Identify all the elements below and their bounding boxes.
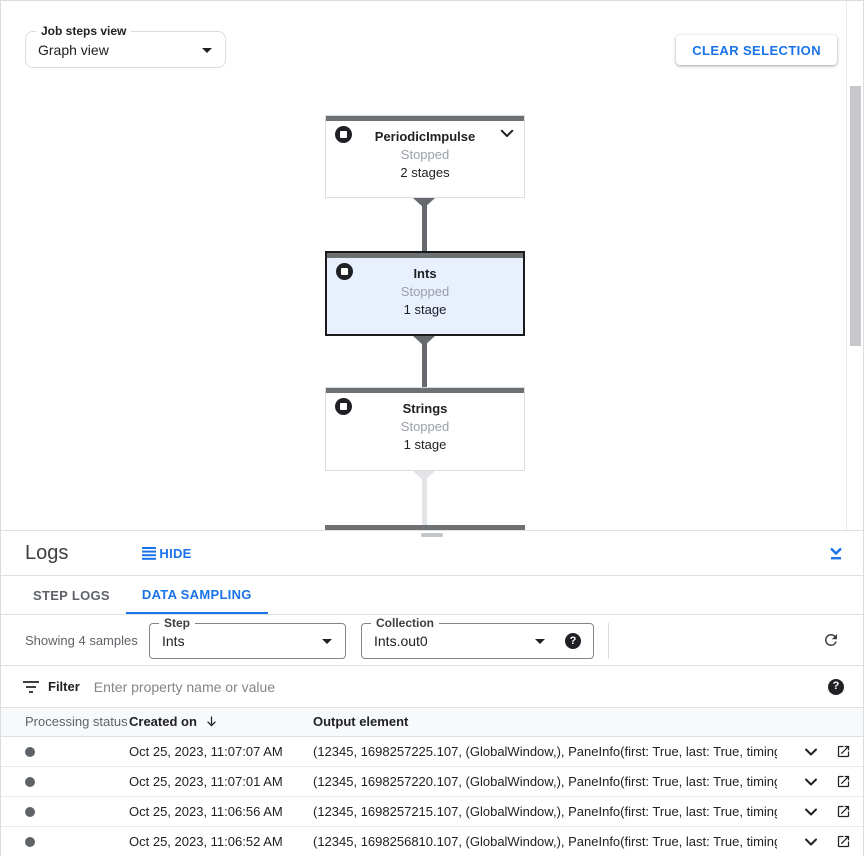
expand-row-chevron-icon[interactable] (801, 802, 821, 822)
node-top-bar (327, 253, 523, 258)
collapse-panel-icon[interactable] (828, 544, 844, 561)
refresh-icon[interactable] (822, 631, 840, 649)
scrollbar-track-border (846, 1, 847, 530)
expand-row-chevron-icon[interactable] (801, 772, 821, 792)
job-steps-view-label: Job steps view (36, 24, 132, 38)
node-status: Stopped (400, 284, 450, 299)
output-element-cell: (12345, 1698257220.107, (GlobalWindow,),… (313, 774, 777, 789)
node-title: PeriodicImpulse (374, 129, 476, 144)
processing-status-dot-icon (25, 807, 35, 817)
column-created-on[interactable]: Created on (129, 714, 219, 729)
node-top-bar (326, 388, 524, 393)
stop-circle-icon (335, 126, 352, 143)
node-status: Stopped (400, 419, 450, 434)
stop-circle-icon (336, 263, 353, 280)
column-processing-status: Processing status (25, 714, 128, 729)
column-output-element: Output element (313, 714, 409, 729)
vertical-scrollbar-thumb[interactable] (850, 86, 861, 346)
graph-node-strings[interactable]: Strings Stopped 1 stage (325, 387, 525, 471)
sort-descending-icon (207, 716, 216, 727)
node-title: Ints (413, 266, 437, 281)
filter-row: Filter ? (1, 666, 863, 708)
logs-panel-header: Logs HIDE (1, 531, 863, 576)
collection-select[interactable]: Collection Ints.out0 ? (361, 616, 594, 659)
filter-list-icon (23, 680, 39, 693)
expand-row-chevron-icon[interactable] (801, 742, 821, 762)
created-on-cell: Oct 25, 2023, 11:07:01 AM (129, 774, 283, 789)
showing-samples-text: Showing 4 samples (25, 632, 138, 648)
help-icon[interactable]: ? (828, 678, 844, 695)
edge-strings-to-next (422, 471, 427, 525)
collection-select-label: Collection (371, 616, 440, 630)
node-stages: 1 stage (403, 437, 447, 452)
open-in-new-icon[interactable] (836, 744, 851, 759)
created-on-cell: Oct 25, 2023, 11:06:52 AM (129, 834, 283, 849)
open-in-new-icon[interactable] (836, 834, 851, 849)
graph-node-periodicimpulse[interactable]: PeriodicImpulse Stopped 2 stages (325, 115, 525, 198)
processing-status-dot-icon (25, 837, 35, 847)
clear-selection-button[interactable]: CLEAR SELECTION (676, 35, 837, 65)
table-row: Oct 25, 2023, 11:07:07 AM (12345, 169825… (1, 737, 863, 767)
job-graph-area: Job steps view Graph view CLEAR SELECTIO… (1, 1, 863, 530)
list-lines-icon (142, 546, 157, 560)
open-in-new-icon[interactable] (836, 804, 851, 819)
logs-panel-title: Logs (25, 541, 69, 564)
column-created-on-label: Created on (129, 714, 197, 729)
output-element-cell: (12345, 1698257225.107, (GlobalWindow,),… (313, 744, 777, 759)
dropdown-caret-icon (322, 639, 332, 644)
step-select-label: Step (159, 616, 196, 630)
hide-logs-button[interactable]: HIDE (142, 546, 191, 561)
filter-input[interactable] (93, 678, 818, 695)
collection-select-value: Ints.out0 (374, 633, 428, 649)
node-title: Strings (402, 401, 448, 416)
vertical-divider (608, 623, 609, 659)
logs-tab-bar: STEP LOGS DATA SAMPLING (1, 576, 863, 615)
filter-label: Filter (48, 679, 80, 694)
job-steps-view-value: Graph view (38, 41, 109, 58)
node-status: Stopped (400, 147, 450, 162)
graph-node-ints[interactable]: Ints Stopped 1 stage (325, 251, 525, 336)
node-top-bar (326, 116, 524, 121)
hide-logs-label: HIDE (159, 545, 192, 561)
table-row: Oct 25, 2023, 11:06:56 AM (12345, 169825… (1, 797, 863, 827)
output-element-cell: (12345, 1698257215.107, (GlobalWindow,),… (313, 804, 777, 819)
table-row: Oct 25, 2023, 11:06:52 AM (12345, 169825… (1, 827, 863, 856)
edge-periodicimpulse-to-ints (422, 198, 427, 251)
logs-panel: Logs HIDE STEP LOGS DATA SAMPLING Showin… (1, 530, 863, 856)
stop-circle-icon (335, 398, 352, 415)
created-on-cell: Oct 25, 2023, 11:07:07 AM (129, 744, 283, 759)
dropdown-caret-icon (535, 639, 545, 644)
processing-status-dot-icon (25, 747, 35, 757)
sampling-controls-row: Showing 4 samples Step Ints Collection I… (1, 615, 863, 666)
expand-row-chevron-icon[interactable] (801, 832, 821, 852)
created-on-cell: Oct 25, 2023, 11:06:56 AM (129, 804, 283, 819)
tab-data-sampling[interactable]: DATA SAMPLING (125, 576, 268, 614)
output-element-cell: (12345, 1698256810.107, (GlobalWindow,),… (313, 834, 777, 849)
dropdown-caret-icon (202, 47, 212, 53)
chevron-down-icon[interactable] (498, 124, 516, 142)
panel-resize-handle[interactable] (421, 533, 443, 537)
processing-status-dot-icon (25, 777, 35, 787)
table-header: Processing status Created on Output elem… (1, 708, 863, 737)
tab-step-logs[interactable]: STEP LOGS (33, 587, 110, 603)
table-row: Oct 25, 2023, 11:07:01 AM (12345, 169825… (1, 767, 863, 797)
step-select-value: Ints (162, 633, 185, 649)
node-stages: 2 stages (400, 165, 450, 180)
open-in-new-icon[interactable] (836, 774, 851, 789)
job-steps-view-select[interactable]: Job steps view Graph view (25, 24, 226, 68)
edge-ints-to-strings (422, 336, 427, 387)
step-select[interactable]: Step Ints (149, 616, 346, 659)
node-stages: 1 stage (403, 302, 447, 317)
help-icon[interactable]: ? (565, 633, 581, 649)
partial-node-top-bar (325, 525, 525, 530)
